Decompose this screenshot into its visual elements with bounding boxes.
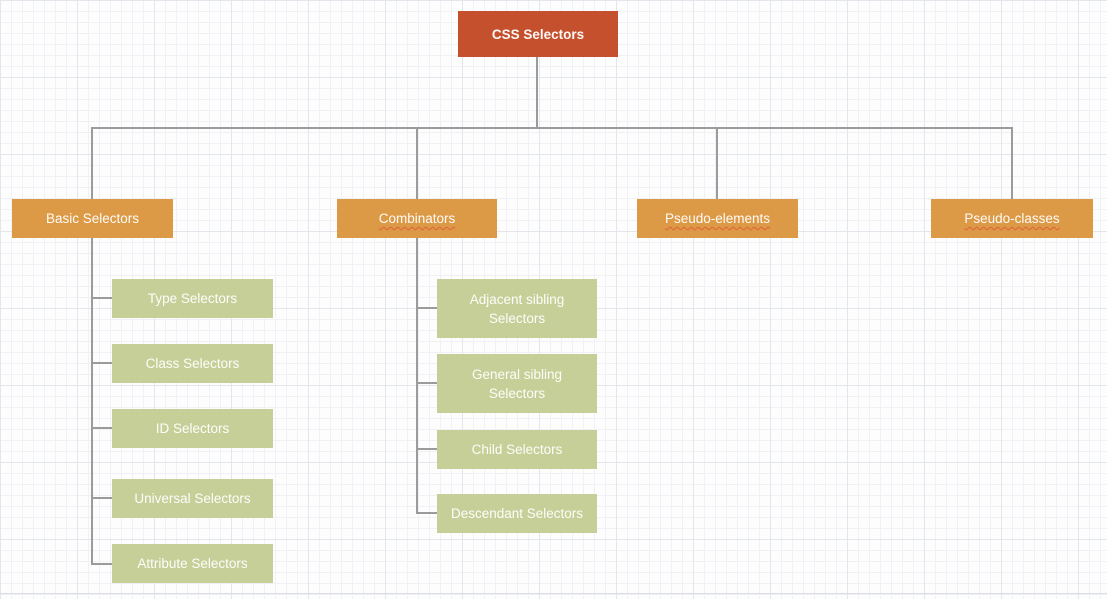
node-id-selectors-label: ID Selectors [155,421,230,436]
node-combinators-label: Combinators [378,211,456,226]
connector-stub-child [416,448,437,450]
connector-drop-pseudo-classes [1011,127,1013,199]
connector-stub-general [416,382,437,384]
node-pseudo-classes-label: Pseudo-classes [964,211,1060,226]
connector-stub-attribute [91,563,112,565]
node-adjacent-sibling-selectors[interactable]: Adjacent sibling Selectors [437,279,597,338]
connector-stub-universal [91,497,112,499]
node-general-sibling-selectors-label: General sibling Selectors [471,366,563,401]
connector-drop-basic [91,127,93,199]
node-class-selectors[interactable]: Class Selectors [112,344,273,383]
node-adjacent-sibling-selectors-label: Adjacent sibling Selectors [469,291,565,326]
node-descendant-selectors[interactable]: Descendant Selectors [437,494,597,533]
node-css-selectors[interactable]: CSS Selectors [458,11,618,57]
node-descendant-selectors-label: Descendant Selectors [450,506,584,521]
connector-combinators-spine [416,238,418,514]
connector-root-drop [536,57,538,128]
connector-stub-class [91,362,112,364]
connector-stub-type [91,297,112,299]
connector-main-horizontal [91,127,1013,129]
node-basic-selectors[interactable]: Basic Selectors [12,199,173,238]
connector-stub-id [91,427,112,429]
canvas-page-edge [0,593,1107,594]
connector-stub-adjacent [416,307,437,309]
node-combinators[interactable]: Combinators [337,199,497,238]
node-universal-selectors-label: Universal Selectors [134,491,251,506]
node-basic-selectors-label: Basic Selectors [45,211,140,226]
node-pseudo-elements[interactable]: Pseudo-elements [637,199,798,238]
node-type-selectors-label: Type Selectors [147,291,238,306]
node-id-selectors[interactable]: ID Selectors [112,409,273,448]
connector-drop-pseudo-elements [716,127,718,199]
node-class-selectors-label: Class Selectors [145,356,240,371]
node-child-selectors[interactable]: Child Selectors [437,430,597,469]
connector-drop-combinators [416,127,418,199]
node-pseudo-classes[interactable]: Pseudo-classes [931,199,1093,238]
node-attribute-selectors[interactable]: Attribute Selectors [112,544,273,583]
connector-stub-descendant [416,512,437,514]
node-attribute-selectors-label: Attribute Selectors [137,556,248,571]
node-universal-selectors[interactable]: Universal Selectors [112,479,273,518]
node-child-selectors-label: Child Selectors [471,442,563,457]
node-css-selectors-label: CSS Selectors [491,26,585,42]
connector-basic-spine [91,238,93,565]
node-type-selectors[interactable]: Type Selectors [112,279,273,318]
node-pseudo-elements-label: Pseudo-elements [664,211,771,226]
node-general-sibling-selectors[interactable]: General sibling Selectors [437,354,597,413]
